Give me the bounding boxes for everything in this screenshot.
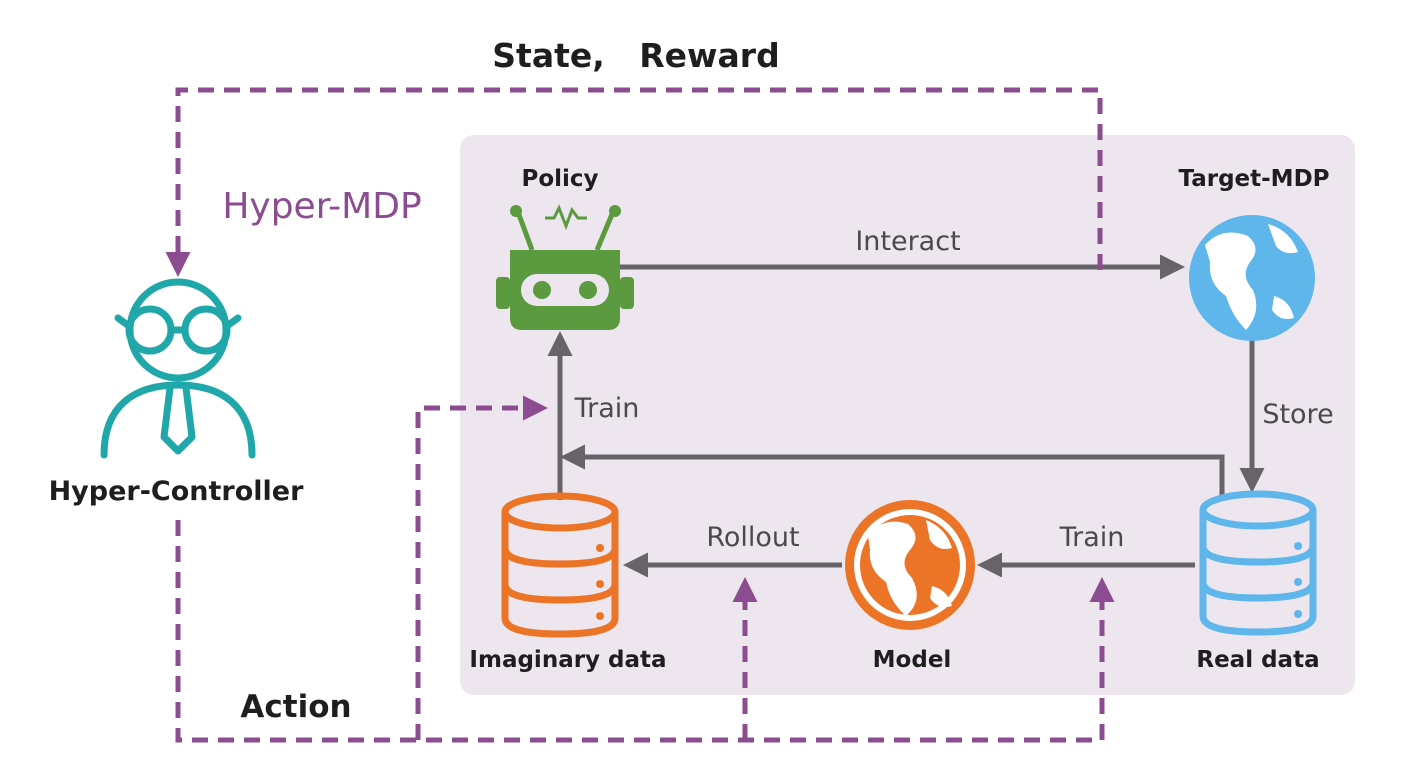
state-reward-line bbox=[165, 87, 1103, 277]
robot-icon bbox=[496, 204, 634, 330]
action-line bbox=[175, 520, 1102, 743]
interact-label: Interact bbox=[855, 226, 960, 257]
store-label: Store bbox=[1262, 399, 1333, 430]
real-database-dots bbox=[1294, 542, 1302, 618]
target-globe-icon bbox=[1189, 215, 1315, 341]
rollout-label: Rollout bbox=[706, 522, 799, 553]
hyper-loop bbox=[165, 87, 1115, 743]
action-label: Action bbox=[240, 689, 351, 725]
imaginary-data-label: Imaginary data bbox=[469, 647, 666, 673]
imaginary-database-dots bbox=[596, 544, 604, 620]
imaginary-database-icon bbox=[501, 492, 619, 638]
hyper-controller-icon bbox=[100, 278, 256, 459]
solid-flows bbox=[547, 254, 1265, 578]
train-policy-label: Train bbox=[574, 393, 640, 424]
state-reward-label: State, Reward bbox=[492, 36, 779, 75]
hyper-controller-label: Hyper-Controller bbox=[49, 476, 305, 507]
action-to-policy-train bbox=[415, 395, 548, 740]
train-model-label: Train bbox=[1059, 522, 1125, 553]
model-globe-icon bbox=[845, 500, 975, 630]
model-label: Model bbox=[873, 647, 952, 673]
real-database-icon bbox=[1199, 490, 1317, 636]
target-panel bbox=[460, 135, 1355, 695]
hyper-mdp-label: Hyper-MDP bbox=[222, 186, 421, 227]
real-data-label: Real data bbox=[1196, 647, 1319, 673]
policy-label: Policy bbox=[521, 166, 598, 192]
real-to-policy-arrow bbox=[560, 444, 1225, 495]
target-mdp-label: Target-MDP bbox=[1178, 166, 1329, 192]
